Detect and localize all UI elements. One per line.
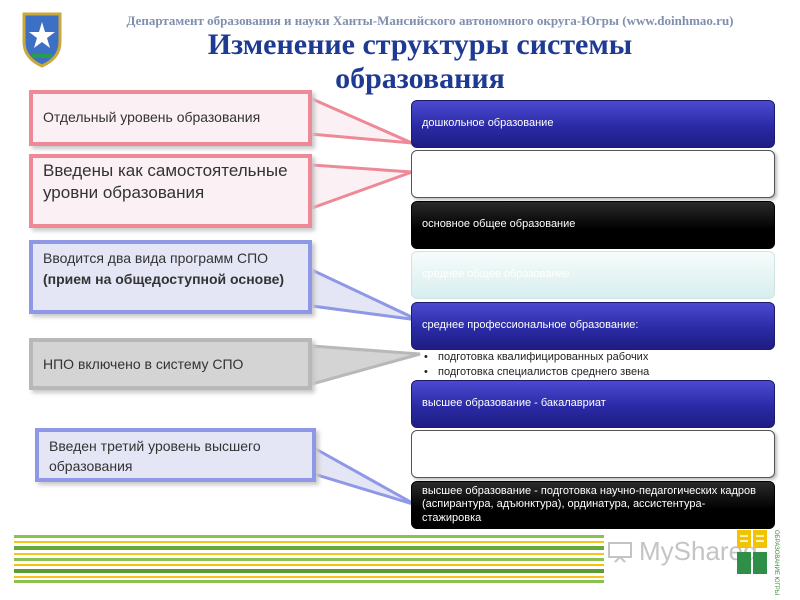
level-secondary-professional: среднее профессиональное образование: — [411, 302, 775, 350]
level-empty-2 — [411, 430, 775, 478]
level-secondary-general: среднее общее образование — [411, 251, 775, 299]
list-item: подготовка специалистов среднего звена — [424, 365, 649, 380]
callout-separate-level: Отдельный уровень образования — [29, 90, 312, 146]
callout-text: Отдельный уровень образования — [43, 109, 261, 125]
level-empty-1 — [411, 150, 775, 198]
spo-bullet-list: подготовка квалифицированных рабочих под… — [420, 350, 649, 380]
level-higher-research: высшее образование - подготовка научно-п… — [411, 481, 775, 529]
callout-independent-levels: Введены как самостоятельные уровни образ… — [29, 154, 312, 228]
level-label: основное общее образование — [422, 218, 576, 231]
level-basic-general: основное общее образование — [411, 201, 775, 249]
pointer-2 — [310, 163, 413, 211]
coat-of-arms-icon — [22, 12, 62, 68]
level-label: среднее профессиональное образование: — [422, 319, 639, 332]
level-label: высшее образование - бакалавриат — [422, 397, 606, 410]
callout-text: Введен третий уровень высшего образовани… — [49, 438, 261, 475]
footer-stripes — [14, 535, 604, 583]
callout-text: НПО включено в систему СПО — [43, 356, 244, 372]
callout-text: Введены как самостоятельные уровни образ… — [43, 161, 288, 203]
callout-text-bold: (прием на общедоступной основе) — [43, 271, 285, 287]
callout-third-level: Введен третий уровень высшего образовани… — [35, 428, 316, 482]
level-label: среднее общее образование — [422, 268, 570, 281]
badge-text: ОБРАЗОВАНИЕ ЮГРЫ — [773, 530, 779, 596]
level-higher-bachelor: высшее образование - бакалавриат — [411, 380, 775, 428]
page-title: Изменение структуры системы — [207, 28, 633, 61]
callout-text: Вводится два вида программ СПО — [43, 250, 269, 266]
callout-spo-programs: Вводится два вида программ СПО (прием на… — [29, 240, 312, 314]
pointer-1 — [308, 95, 413, 145]
level-label: высшее образование - подготовка научно-п… — [422, 485, 756, 524]
book-badge-icon — [737, 530, 767, 574]
presentation-icon — [608, 541, 632, 563]
pointer-3 — [310, 267, 419, 322]
list-item: подготовка квалифицированных рабочих — [424, 350, 649, 365]
department-header: Департамент образования и науки Ханты-Ма… — [126, 13, 734, 28]
pointer-4 — [310, 344, 421, 386]
level-preschool: дошкольное образование — [411, 100, 775, 148]
pointer-5 — [312, 445, 417, 507]
page-title-line2: образования — [335, 62, 505, 95]
callout-npo-in-spo: НПО включено в систему СПО — [29, 338, 312, 390]
level-label: дошкольное образование — [422, 117, 554, 130]
